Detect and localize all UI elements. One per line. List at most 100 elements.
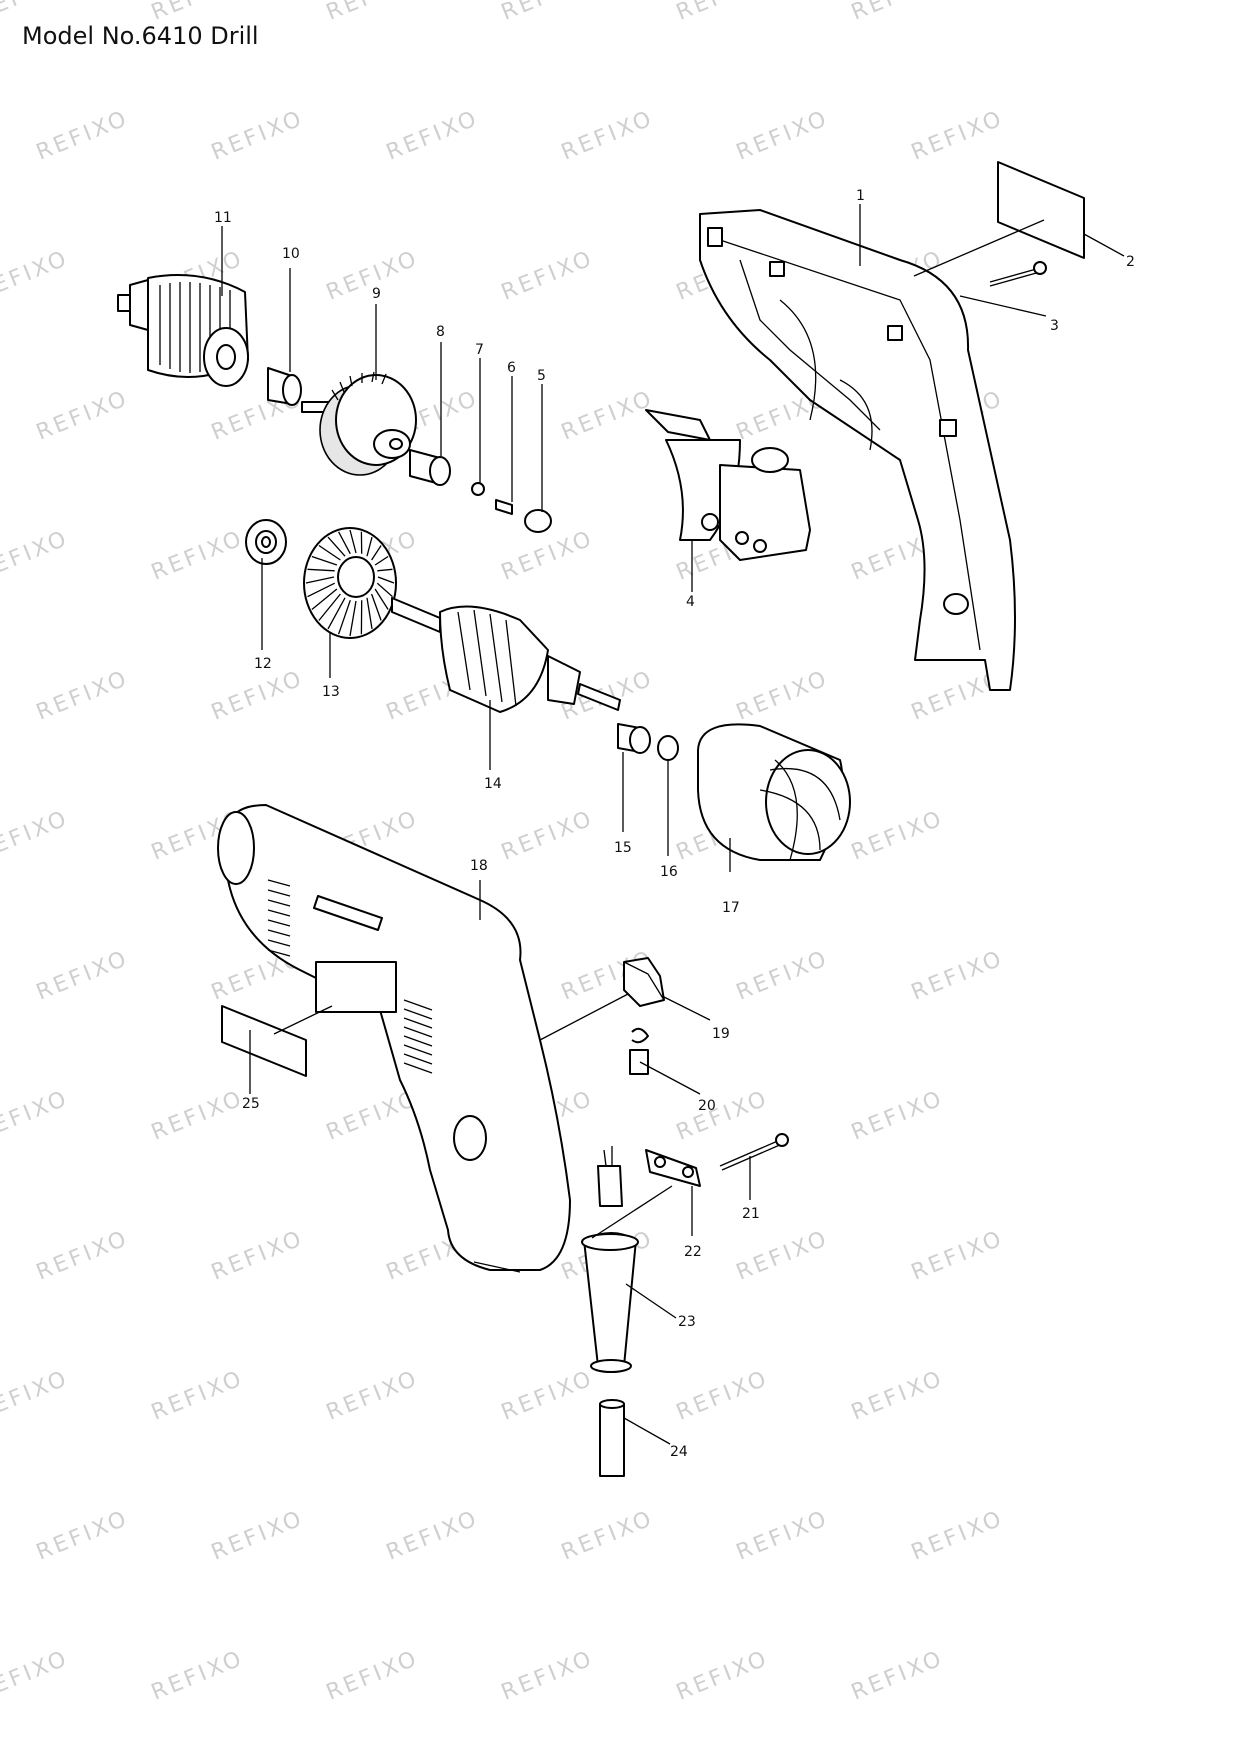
watermark-text: REFIXO xyxy=(848,806,948,866)
callout-22: 22 xyxy=(684,1244,702,1260)
callout-1: 1 xyxy=(856,188,865,204)
part-23-strain-relief[interactable] xyxy=(581,1232,639,1373)
watermark-text: REFIXO xyxy=(33,946,133,1006)
callout-23: 23 xyxy=(678,1314,696,1330)
watermark-text: REFIXO xyxy=(733,946,833,1006)
watermark-text: REFIXO xyxy=(498,0,598,26)
part-16-washer[interactable] xyxy=(657,735,679,761)
callout-11: 11 xyxy=(214,210,232,226)
part-21-screw[interactable] xyxy=(719,1133,789,1171)
callout-5: 5 xyxy=(537,368,546,384)
part-10-sleeve[interactable] xyxy=(267,367,302,406)
part-12-ball-bearing[interactable] xyxy=(245,519,287,565)
callout-10: 10 xyxy=(282,246,300,262)
callout-18: 18 xyxy=(470,858,488,874)
leader-lines xyxy=(221,204,1125,1445)
watermark-text: REFIXO xyxy=(148,0,248,26)
callout-17: 17 xyxy=(722,900,740,916)
watermark-text: REFIXO xyxy=(33,386,133,446)
part-4-switch[interactable] xyxy=(645,409,811,561)
watermark-text: REFIXO xyxy=(208,1506,308,1566)
callout-19: 19 xyxy=(712,1026,730,1042)
callout-3: 3 xyxy=(1050,318,1059,334)
watermark-text: REFIXO xyxy=(0,526,72,586)
watermark-text: REFIXO xyxy=(33,666,133,726)
watermark-text: REFIXO xyxy=(148,1366,248,1426)
callout-7: 7 xyxy=(475,342,484,358)
watermark-text: REFIXO xyxy=(733,1226,833,1286)
watermark-text: REFIXO xyxy=(848,1646,948,1706)
part-8-sleeve[interactable] xyxy=(409,449,451,486)
part-17-field[interactable] xyxy=(697,723,851,861)
watermark-text: REFIXO xyxy=(148,526,248,586)
page-title: Model No.6410 Drill xyxy=(22,22,259,50)
watermark-text: REFIXO xyxy=(908,1506,1008,1566)
part-2-label[interactable] xyxy=(997,161,1085,259)
watermark-text: REFIXO xyxy=(0,0,72,26)
callout-20: 20 xyxy=(698,1098,716,1114)
watermark-text: REFIXO xyxy=(323,0,423,26)
part-22-cord-clamp[interactable] xyxy=(645,1149,701,1187)
part-14-armature[interactable] xyxy=(391,597,621,713)
part-15-bearing[interactable] xyxy=(617,723,651,754)
watermark-text: REFIXO xyxy=(558,106,658,166)
watermark-text: REFIXO xyxy=(848,1086,948,1146)
watermark-text: REFIXO xyxy=(208,666,308,726)
watermark-text: REFIXO xyxy=(323,1366,423,1426)
watermark-text: REFIXO xyxy=(558,386,658,446)
callout-9: 9 xyxy=(372,286,381,302)
watermark-text: REFIXO xyxy=(848,0,948,26)
watermark-text: REFIXO xyxy=(0,1086,72,1146)
watermark-text: REFIXO xyxy=(33,1506,133,1566)
watermark-text: REFIXO xyxy=(0,246,72,306)
callout-14: 14 xyxy=(484,776,502,792)
part-11-chuck[interactable] xyxy=(117,274,249,387)
callout-4: 4 xyxy=(686,594,695,610)
watermark-text: REFIXO xyxy=(33,106,133,166)
watermark-text: REFIXO xyxy=(733,666,833,726)
watermark-text: REFIXO xyxy=(498,526,598,586)
watermark-text: REFIXO xyxy=(908,106,1008,166)
part-5-cap[interactable] xyxy=(524,509,552,533)
watermark-text: REFIXO xyxy=(383,1506,483,1566)
callout-25: 25 xyxy=(242,1096,260,1112)
part-6-pin[interactable] xyxy=(495,499,513,515)
part-20-carbon-brush[interactable] xyxy=(629,1027,649,1075)
watermark-text: REFIXO xyxy=(0,806,72,866)
callout-2: 2 xyxy=(1126,254,1135,270)
watermark-text: REFIXO xyxy=(673,1646,773,1706)
watermark-text: REFIXO xyxy=(673,1086,773,1146)
watermark-text: REFIXO xyxy=(148,1646,248,1706)
watermark-text: REFIXO xyxy=(673,1366,773,1426)
watermark-text: REFIXO xyxy=(498,1646,598,1706)
watermark-text: REFIXO xyxy=(908,946,1008,1006)
watermark-text: REFIXO xyxy=(208,1226,308,1286)
part-13-fan[interactable] xyxy=(303,527,397,639)
part-3-screw[interactable] xyxy=(989,261,1047,287)
watermark-text: REFIXO xyxy=(498,806,598,866)
part-19-brush-cap[interactable] xyxy=(623,957,665,1007)
watermark-text: REFIXO xyxy=(383,106,483,166)
watermark-text: REFIXO xyxy=(498,1366,598,1426)
watermark-text: REFIXO xyxy=(673,0,773,26)
part-7-steel-ball[interactable] xyxy=(471,482,485,496)
part-24-cord[interactable] xyxy=(599,1399,625,1477)
part-25-label[interactable] xyxy=(221,1005,307,1077)
callout-24: 24 xyxy=(670,1444,688,1460)
callout-6: 6 xyxy=(507,360,516,376)
watermark-text: REFIXO xyxy=(498,246,598,306)
watermark-text: REFIXO xyxy=(0,1366,72,1426)
watermark-text: REFIXO xyxy=(558,1506,658,1566)
watermark-text: REFIXO xyxy=(0,1646,72,1706)
part-18-main-housing[interactable] xyxy=(217,804,571,1273)
part-1-housing[interactable] xyxy=(699,209,1016,691)
cord-end xyxy=(597,1146,623,1207)
watermark-text: REFIXO xyxy=(148,1086,248,1146)
callout-12: 12 xyxy=(254,656,272,672)
callout-13: 13 xyxy=(322,684,340,700)
callout-16: 16 xyxy=(660,864,678,880)
watermark-text: REFIXO xyxy=(33,1226,133,1286)
callout-8: 8 xyxy=(436,324,445,340)
part-9-spindle-gear[interactable] xyxy=(301,371,417,476)
